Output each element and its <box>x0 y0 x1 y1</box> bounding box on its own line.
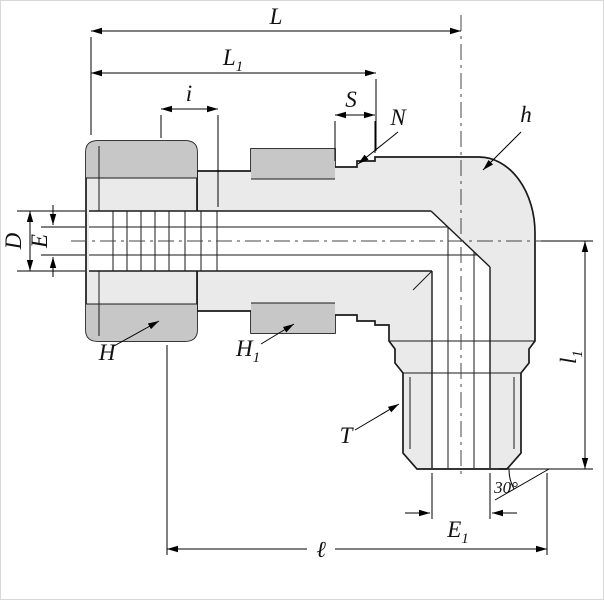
label-ell: ℓ <box>316 537 326 562</box>
dim-E: E <box>27 205 85 277</box>
label-i: i <box>186 81 192 106</box>
dim-i: i <box>160 81 219 207</box>
bore-corner-line <box>412 270 433 291</box>
label-h: h <box>520 102 532 127</box>
thread-lines <box>389 340 535 449</box>
bore-inner-lines <box>89 226 477 468</box>
dim-chamfer-angle: 30° <box>493 468 555 501</box>
nut-top-shade <box>86 141 197 178</box>
nut-bottom-shade <box>86 304 197 341</box>
label-L: L <box>269 4 283 29</box>
callout-H: H <box>98 320 160 365</box>
label-E1: E1 <box>446 517 469 547</box>
dim-E1: E1 <box>405 473 517 547</box>
dim-ell: ℓ <box>166 345 548 562</box>
hex-h1-flat-lines <box>251 178 335 304</box>
callout-T: T <box>340 403 400 448</box>
hex-h1-top-shade <box>251 149 335 179</box>
label-H: H <box>98 340 117 365</box>
label-angle-30: 30° <box>493 478 518 497</box>
callout-H1: H1 <box>235 323 295 366</box>
label-T: T <box>340 423 355 448</box>
nut-shading <box>86 141 197 341</box>
callout-h: h <box>482 102 532 171</box>
dim-D: D <box>1 210 85 272</box>
label-L1: L1 <box>222 45 243 75</box>
dim-L1: L1 <box>91 45 377 151</box>
label-E: E <box>27 234 52 249</box>
fitting-body <box>85 140 536 470</box>
dim-S: S <box>334 87 376 161</box>
label-H1: H1 <box>235 336 260 366</box>
label-S: S <box>345 87 357 112</box>
bore-cavity <box>89 211 490 468</box>
dim-L: L <box>90 4 461 135</box>
label-l1: l1 <box>556 350 586 364</box>
label-D: D <box>1 232 26 250</box>
hex-h1-bottom-shade <box>251 303 335 333</box>
label-N: N <box>389 105 407 130</box>
callout-N: N <box>357 105 407 165</box>
